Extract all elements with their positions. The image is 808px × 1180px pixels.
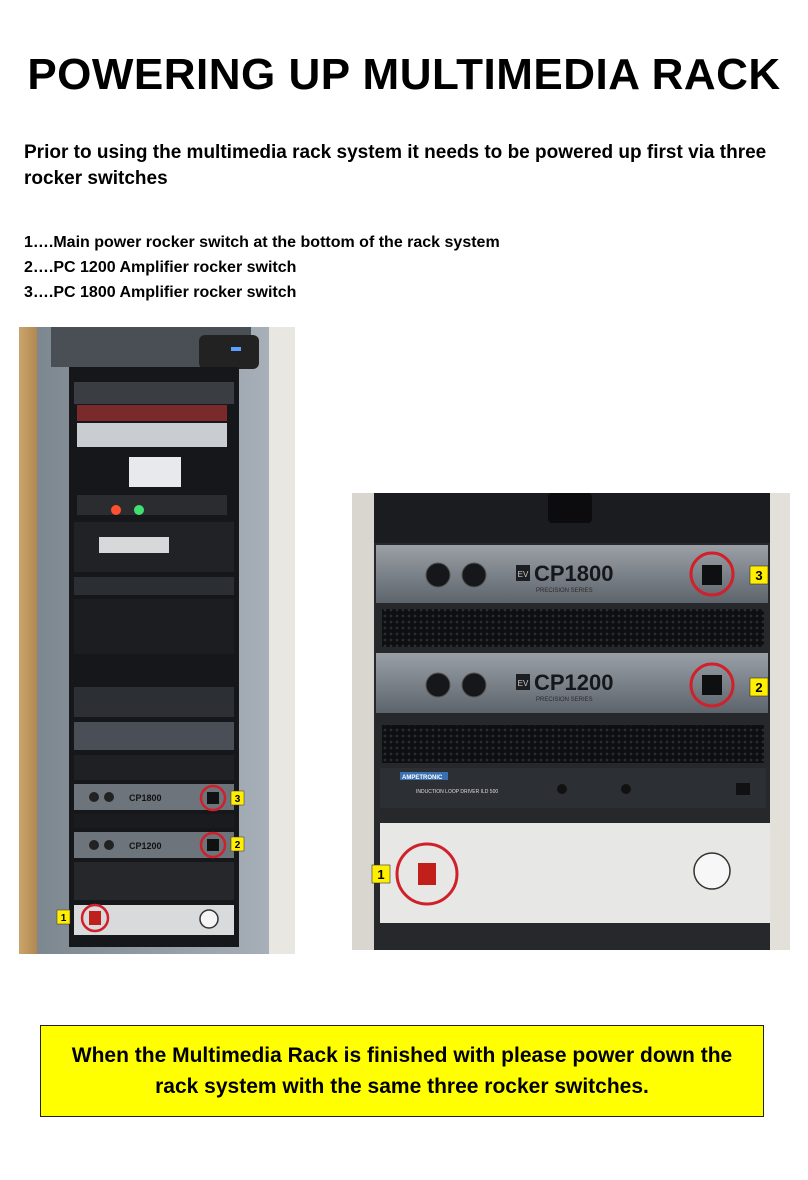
left-callout-circle-3 (199, 784, 227, 812)
right-marker-2: 2 (755, 680, 762, 695)
right-callout-circle-3 (689, 551, 735, 597)
rack-overview-photo: CP1800 3 CP1200 2 1 (19, 327, 295, 954)
right-cp1800-series: PRECISION SERIES (536, 588, 593, 594)
power-down-notice: When the Multimedia Rack is finished wit… (40, 1025, 764, 1117)
left-callout-circle-1 (80, 903, 110, 933)
left-cp1800-label: CP1800 (129, 793, 162, 803)
left-callout-circle-2 (199, 831, 227, 859)
right-cp1200-series: PRECISION SERIES (536, 697, 593, 703)
right-callout-circle-1 (395, 842, 459, 906)
right-cp1800-label: CP1800 (534, 561, 614, 586)
left-marker-3: 3 (235, 794, 241, 805)
right-marker-1: 1 (377, 867, 384, 882)
right-marker-3: 3 (755, 568, 762, 583)
loop-driver-model: INDUCTION LOOP DRIVER ILD 500 (416, 789, 498, 795)
right-callout-circle-2 (689, 662, 735, 708)
step-pc1200: 2….PC 1200 Amplifier rocker switch (24, 259, 297, 276)
left-marker-2: 2 (235, 840, 241, 851)
loop-driver-brand: AMPETRONIC (402, 775, 443, 781)
left-cp1200-label: CP1200 (129, 841, 162, 851)
step-pc1800: 3….PC 1800 Amplifier rocker switch (24, 284, 297, 301)
right-cp1200-label: CP1200 (534, 670, 614, 695)
steps-list: 1….Main power rocker switch at the botto… (24, 230, 500, 305)
ev-logo-bottom: EV (518, 679, 529, 688)
step-main-power: 1….Main power rocker switch at the botto… (24, 234, 500, 251)
notice-text: When the Multimedia Rack is finished wit… (71, 1044, 733, 1098)
rack-closeup-photo: EV CP1800 PRECISION SERIES 3 EV CP1200 P… (352, 493, 790, 950)
left-marker-1: 1 (61, 913, 67, 924)
page-title: POWERING UP MULTIMEDIA RACK (27, 50, 781, 99)
ev-logo-top: EV (518, 570, 529, 579)
intro-paragraph: Prior to using the multimedia rack syste… (24, 142, 767, 189)
